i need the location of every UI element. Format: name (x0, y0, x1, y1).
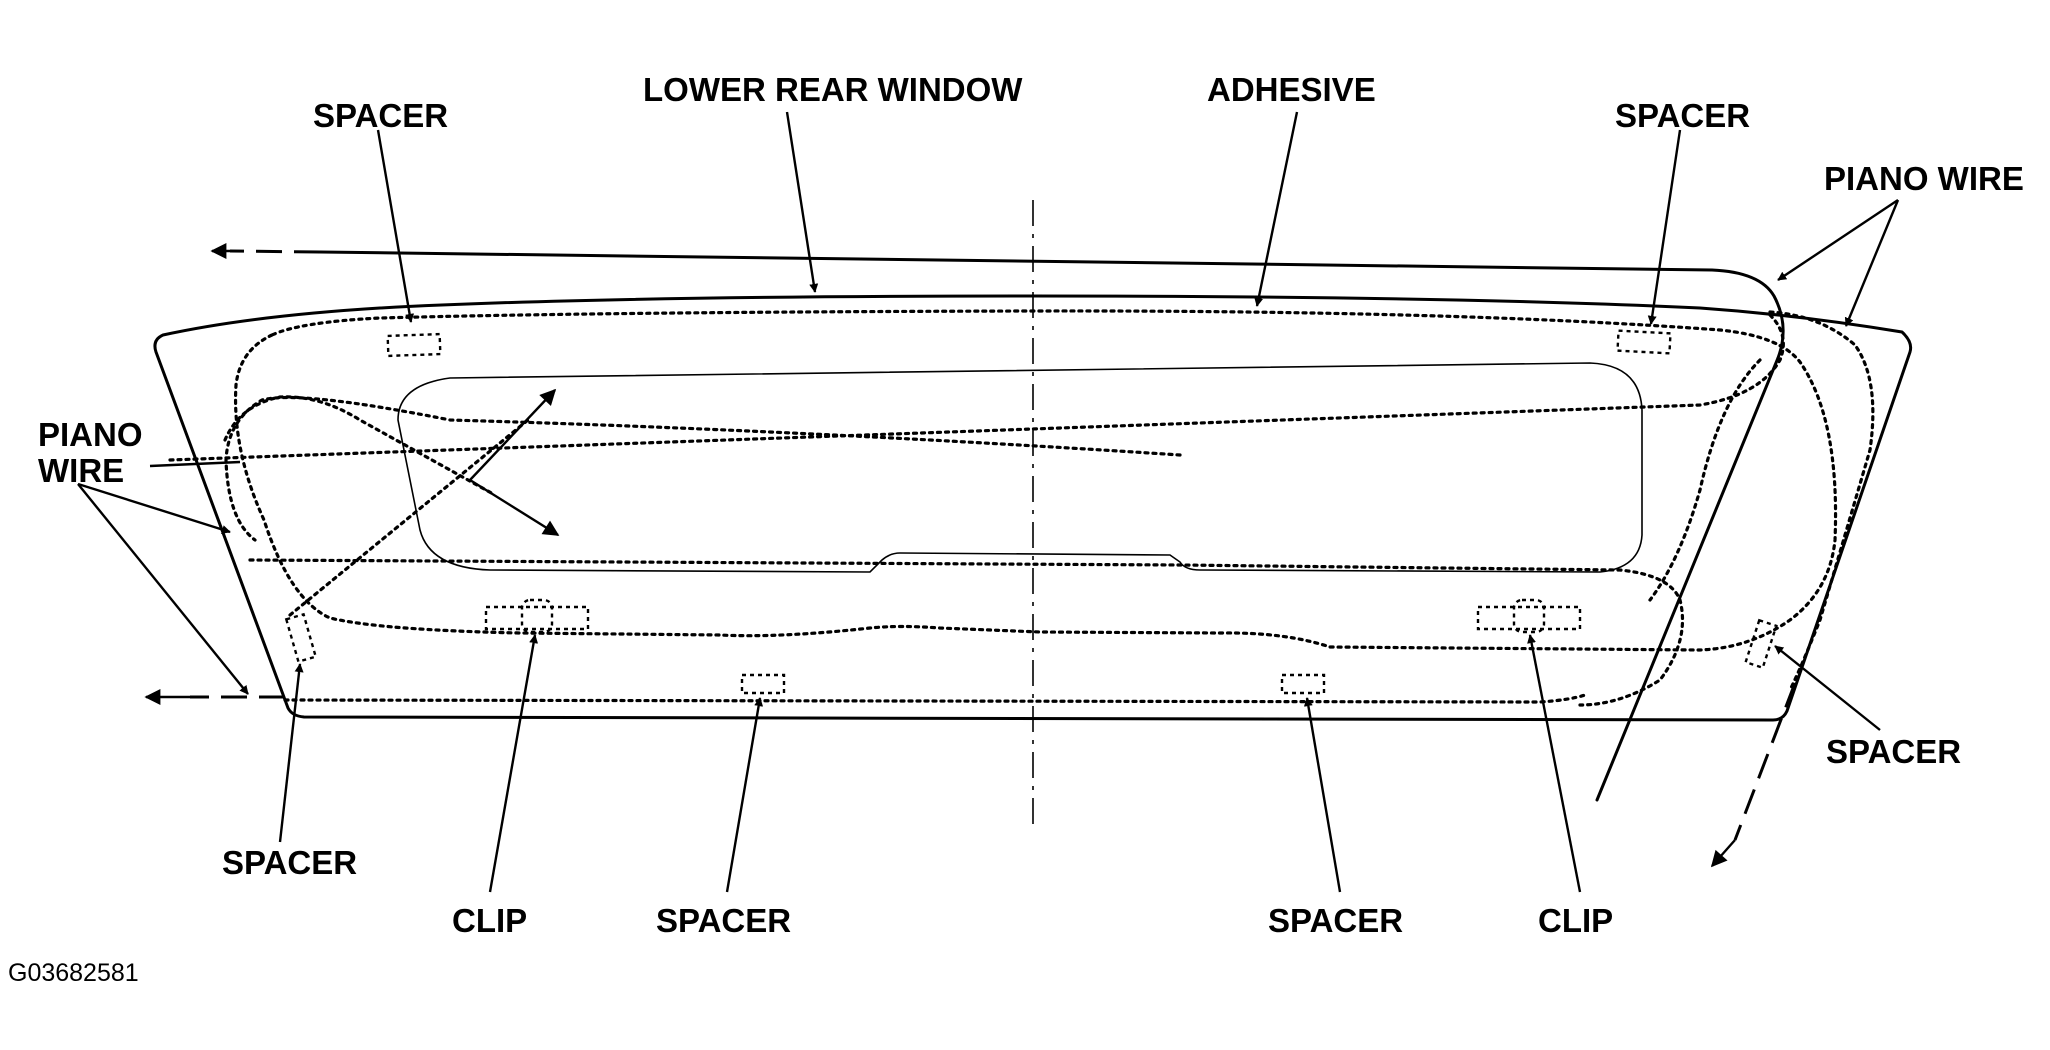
label-spacer-right: SPACER (1826, 733, 1961, 770)
label-piano-wire-top-right: PIANO WIRE (1824, 160, 2024, 197)
label-adhesive: ADHESIVE (1207, 71, 1376, 108)
leader-adhesive (1254, 111, 1299, 307)
leader-spacer-top-right (1647, 129, 1682, 325)
label-lower-rear-window: LOWER REAR WINDOW (643, 71, 1023, 108)
leader-piano-wire-top-right-a (1777, 199, 1899, 281)
piano-wire-path-top (168, 313, 1785, 462)
piano-wire-path-right-outer (1648, 358, 1762, 602)
piano-wire-bottom-right-pull-arrow (1710, 839, 1736, 868)
leader-clip-right (1527, 634, 1582, 893)
spacer-bottom-center-right (1280, 673, 1326, 695)
piano-wire-right-solid (1595, 356, 1780, 802)
leader-lower-rear-window (785, 111, 819, 293)
label-clip-left: CLIP (452, 902, 527, 939)
clip-right (1476, 598, 1582, 634)
label-spacer-bottom-left: SPACER (222, 844, 357, 881)
clip-left (484, 598, 590, 634)
leader-spacer-bottom-center-left (725, 697, 764, 893)
arrow-diagonal-down (469, 478, 560, 537)
leader-spacer-top-left (376, 129, 415, 323)
spacer-right (1744, 618, 1778, 670)
leader-piano-wire-top-right-b (1844, 199, 1900, 327)
leader-clip-left (488, 634, 539, 893)
spacer-top-right (1616, 329, 1672, 355)
spacer-bottom-center-left (740, 673, 786, 695)
spacer-top-left (386, 332, 442, 358)
adhesive-bead (233, 309, 1838, 652)
piano-wire-top-pull-dash (229, 249, 321, 254)
piano-wire-path-loop-left (224, 395, 1182, 542)
label-piano-wire-left-line2: WIRE (38, 452, 124, 489)
leader-spacer-bottom-left (278, 663, 304, 843)
arrow-diagonal-up (469, 388, 557, 481)
wire-diagonal-lower (288, 418, 530, 617)
spacer-left (284, 612, 318, 664)
leader-spacer-bottom-center-right (1303, 697, 1342, 893)
lower-rear-window-glass (153, 294, 1913, 722)
figure-code: G03682581 (8, 959, 139, 987)
piano-wire-path-right (1768, 310, 1875, 692)
piano-wire-path-mid (248, 558, 1685, 707)
label-spacer-top-right: SPACER (1615, 97, 1750, 134)
piano-wire-top-solid (318, 250, 1785, 360)
leader-piano-wire-left-b (77, 483, 249, 695)
leader-piano-wire-left-a (77, 482, 231, 534)
piano-wire-left-leader (149, 460, 241, 468)
label-spacer-bottom-center-right: SPACER (1268, 902, 1403, 939)
label-piano-wire-left-line1: PIANO (38, 416, 143, 453)
label-spacer-top-left: SPACER (313, 97, 448, 134)
leader-spacer-right (1774, 645, 1881, 731)
piano-wire-path-bottom (283, 693, 1587, 704)
label-spacer-bottom-center-left: SPACER (656, 902, 791, 939)
piano-wire-bottom-right-pull-dash (1733, 682, 1797, 841)
inner-window-frame (397, 362, 1643, 573)
wire-diagonal-upper (223, 395, 497, 497)
label-clip-right: CLIP (1538, 902, 1613, 939)
